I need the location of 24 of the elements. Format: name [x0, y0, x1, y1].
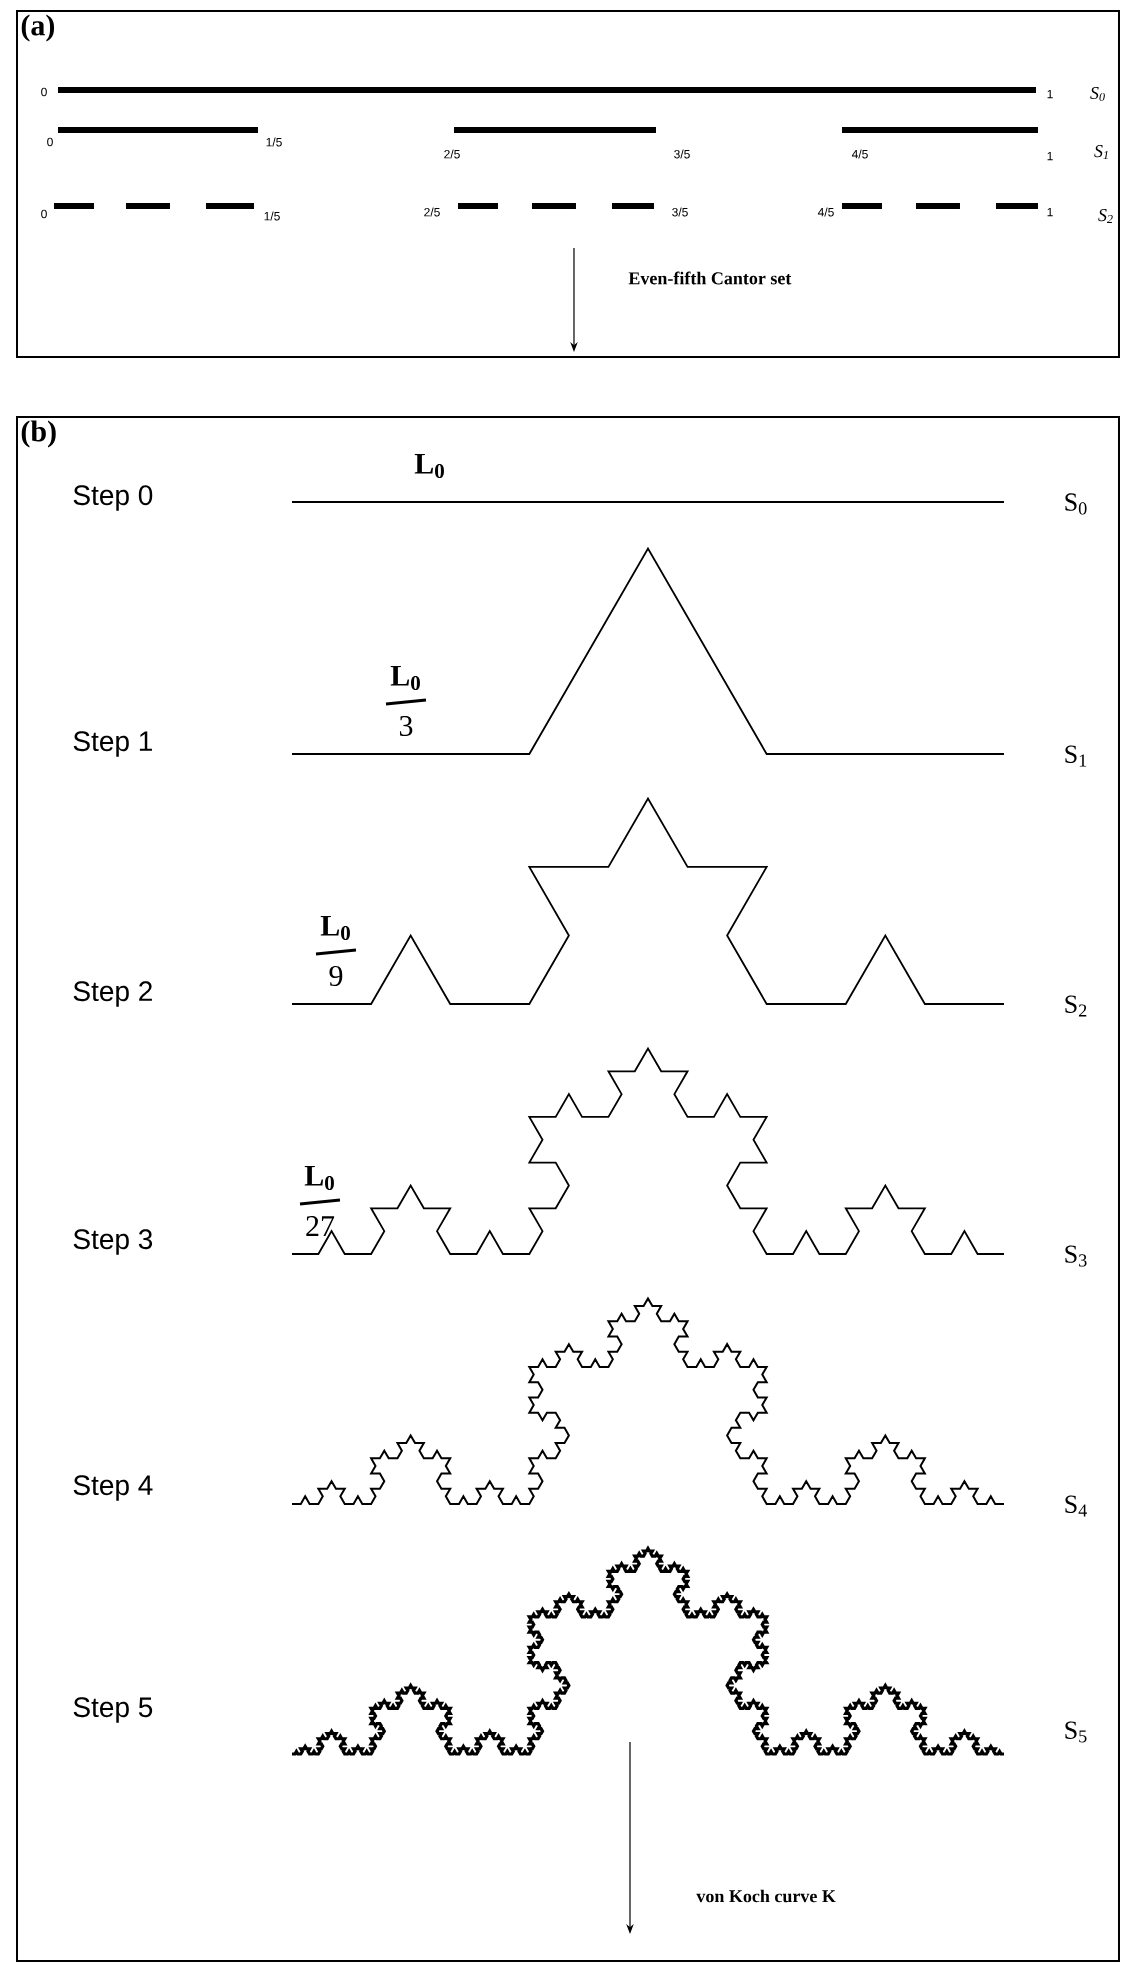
step-label: Step 2 — [73, 981, 152, 1007]
step-label: Step 4 — [73, 1475, 153, 1501]
caption-label: von Koch curve K — [696, 1889, 836, 1903]
length-label: L$_{0}$ — [414, 453, 444, 479]
caption-label: Even-fifth Cantor set — [628, 271, 792, 285]
length-label: 27 — [306, 1216, 335, 1236]
set-label: S$_{5}$ — [1065, 1721, 1087, 1743]
set-label: S$_{1}$ — [1065, 745, 1087, 767]
step-label: Step 0 — [73, 485, 153, 511]
set-label: S$_{0}$ — [1090, 87, 1105, 102]
length-label: L$_{0}$ — [304, 1165, 334, 1191]
set-label: S$_{1}$ — [1094, 145, 1108, 159]
step-label: Step 5 — [73, 1697, 153, 1723]
set-label: S$_{2}$ — [1098, 209, 1113, 223]
set-label: S$_{2}$ — [1065, 995, 1087, 1017]
set-label: S$_{4}$ — [1065, 1495, 1087, 1517]
set-label: S$_{0}$ — [1065, 493, 1087, 515]
length-label: 9 — [329, 965, 343, 987]
step-label: Step 1 — [73, 731, 152, 757]
length-label: 3 — [399, 715, 413, 737]
step-label: Step 3 — [73, 1229, 153, 1255]
length-label: L$_{0}$ — [390, 665, 420, 691]
set-label: S$_{3}$ — [1065, 1245, 1087, 1267]
length-label: L$_{0}$ — [320, 915, 350, 941]
